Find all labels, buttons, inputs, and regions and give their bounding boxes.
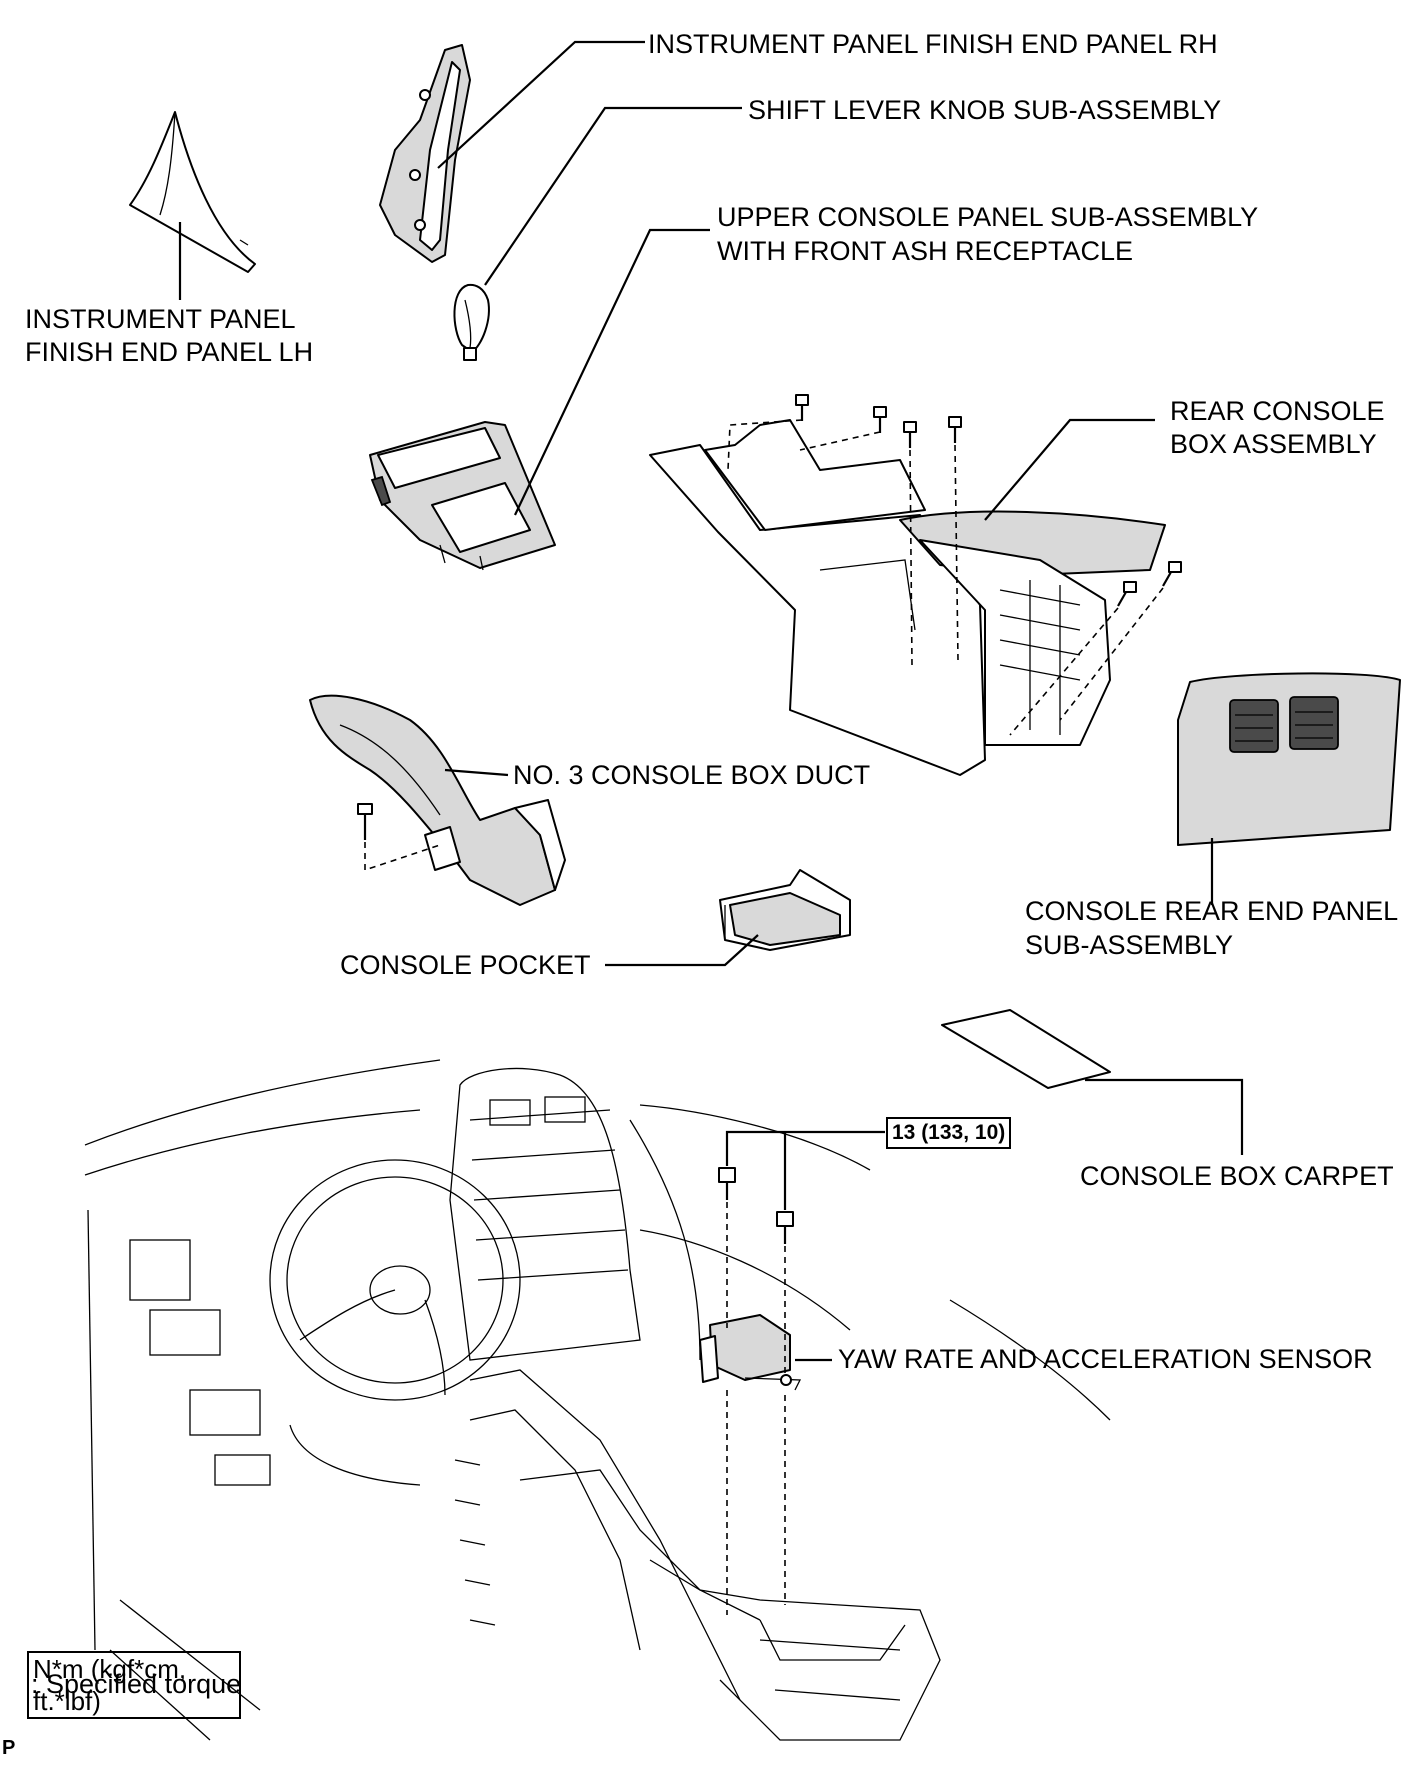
label-upper-console-panel-line2: WITH FRONT ASH RECEPTACLE xyxy=(717,236,1134,266)
label-console-pocket: CONSOLE POCKET xyxy=(340,950,591,980)
label-finish-end-panel-lh-line1: INSTRUMENT PANEL xyxy=(25,304,296,334)
console-screws xyxy=(795,394,1182,607)
legend-unit-box: N*m (kgf*cm, ft.*lbf) xyxy=(27,1650,242,1719)
screw-guide-lines xyxy=(727,419,1164,736)
label-console-rear-end-panel-line1: CONSOLE REAR END PANEL xyxy=(1025,896,1399,926)
torque-leader-bolt-1 xyxy=(725,1130,885,1166)
label-yaw-rate-sensor: YAW RATE AND ACCELERATION SENSOR xyxy=(838,1344,1373,1374)
finish-end-panel-rh-part xyxy=(379,44,471,263)
torque-spec-badge: 13 (133, 10) xyxy=(886,1117,1012,1149)
label-rear-console-box-line1: REAR CONSOLE xyxy=(1170,396,1385,426)
rear-console-box-part xyxy=(649,419,1166,776)
label-upper-console-panel-line1: UPPER CONSOLE PANEL SUB-ASSEMBLY xyxy=(717,202,1259,232)
label-rear-console-box-line2: BOX ASSEMBLY xyxy=(1170,429,1377,459)
leader-shift-lever-knob xyxy=(484,106,742,286)
label-shift-lever-knob: SHIFT LEVER KNOB SUB-ASSEMBLY xyxy=(748,95,1222,125)
console-pocket-part xyxy=(719,869,851,951)
label-console-box-carpet: CONSOLE BOX CARPET xyxy=(1080,1161,1394,1191)
sensor-bolts xyxy=(718,1167,794,1244)
console-box-duct-part xyxy=(309,694,566,906)
leader-console-box-carpet xyxy=(1085,1078,1244,1155)
yaw-rate-sensor-part xyxy=(699,1314,802,1391)
label-finish-end-panel-rh: INSTRUMENT PANEL FINISH END PANEL RH xyxy=(648,29,1218,59)
duct-screw xyxy=(357,803,441,872)
leader-console-pocket xyxy=(605,934,759,967)
leader-finish-end-panel-rh xyxy=(437,40,645,169)
leader-rear-console-box xyxy=(984,418,1155,521)
label-console-rear-end-panel-line2: SUB-ASSEMBLY xyxy=(1025,930,1234,960)
leader-console-box-duct xyxy=(444,768,509,777)
footer-code: P xyxy=(2,1737,16,1759)
bolt-guide-lines xyxy=(726,1202,786,1615)
console-rear-end-panel-part xyxy=(1177,672,1401,846)
legend-description: : Specified torque xyxy=(31,1669,242,1699)
dashboard-scene xyxy=(84,1059,1111,1741)
label-console-box-duct: NO. 3 CONSOLE BOX DUCT xyxy=(513,760,871,790)
label-finish-end-panel-lh-line2: FINISH END PANEL LH xyxy=(25,337,314,367)
upper-console-panel-part xyxy=(369,421,556,571)
leader-upper-console-panel xyxy=(514,228,710,516)
finish-end-panel-lh-part xyxy=(129,111,256,273)
console-box-carpet-part xyxy=(941,1009,1111,1089)
torque-legend: N*m (kgf*cm, ft.*lbf) : Specified torque xyxy=(27,1650,242,1719)
shift-lever-knob-part xyxy=(453,283,490,361)
